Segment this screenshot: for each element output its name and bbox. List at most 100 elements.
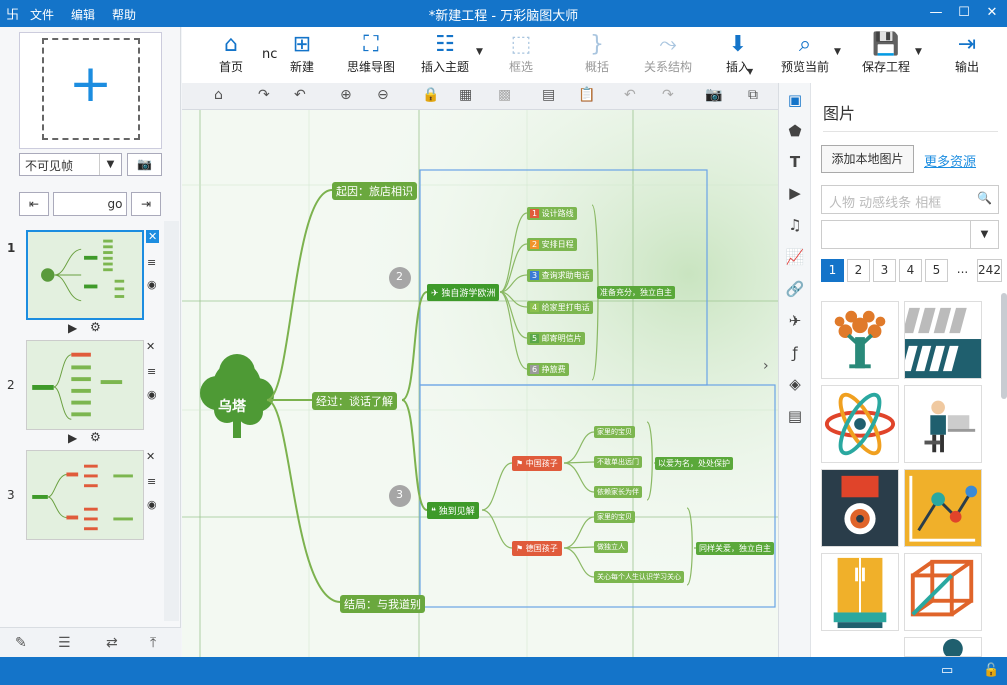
task-item[interactable]: 2 安排日程 [527,238,577,251]
unlock-icon[interactable]: 🔓 [983,663,1000,678]
page-2[interactable]: 2 [847,259,870,282]
layers-icon[interactable]: ◈ [789,375,801,393]
play-icon[interactable]: ▶ [68,431,78,445]
chevron-down-icon[interactable]: ▼ [834,47,841,57]
slide-thumbnail-1[interactable] [26,230,144,320]
page-1[interactable]: 1 [821,259,844,282]
german-item[interactable]: 家里的宝贝 [594,511,635,523]
china-kids-node[interactable]: ⚑ 中国孩子 [512,456,562,471]
slide-menu-icon[interactable]: ≡ [147,256,157,269]
china-summary[interactable]: 以爱为名，处处保护 [655,457,733,470]
menu-file[interactable]: 文件 [30,8,55,22]
page-5[interactable]: 5 [925,259,948,282]
shape-icon[interactable]: ⬟ [788,122,802,140]
new-button[interactable]: ⊞新建 [282,27,322,83]
add-local-image-button[interactable]: 添加本地图片 [821,145,914,173]
zoom-in-icon[interactable]: ⊕ [340,87,352,103]
task-item[interactable]: 5 邮寄明信片 [527,332,585,345]
template-icon[interactable]: ▤ [787,407,803,425]
gear-icon[interactable]: ⚙ [90,320,101,334]
bars-image-thumbnail[interactable] [904,301,982,379]
branch-process[interactable]: 经过：谈话了解 [312,392,397,410]
slide-list-scrollbar[interactable] [164,221,179,621]
category-select[interactable]: ▼ [821,220,999,249]
task-item[interactable]: 3 查询求助电话 [527,269,593,282]
resource-scrollbar[interactable] [1001,293,1007,399]
fit-screen-icon[interactable]: ⧉ [748,87,758,103]
undo-icon[interactable]: ↶ [624,87,636,103]
more-resources-link[interactable]: 更多资源 [924,155,977,170]
move-top-icon[interactable]: ⤒ [150,635,157,651]
summary-button[interactable]: }概括 [580,27,614,83]
preview-button[interactable]: ⌕预览当前 [778,27,832,83]
camera-button[interactable]: 📷 [127,153,162,176]
plane-icon[interactable]: ✈ [788,312,802,330]
delete-slide-icon[interactable]: ✕ [146,230,160,243]
person-image-thumbnail[interactable] [904,385,982,463]
last-frame-button[interactable]: ⇥ [131,192,161,216]
close-icon[interactable]: ✕ [986,5,998,20]
grid-icon[interactable]: ▦ [459,87,473,103]
cube-image-thumbnail[interactable] [904,553,982,631]
china-item[interactable]: 不敢单出远门 [594,456,642,468]
text-icon[interactable]: T [789,153,801,171]
slide-menu-icon[interactable]: ≡ [147,475,157,488]
eye-icon[interactable]: ◉ [147,388,157,401]
transition-icon[interactable]: ⇄ [106,635,118,651]
cabinet-image-thumbnail[interactable] [821,553,899,631]
page-3[interactable]: 3 [873,259,896,282]
first-frame-button[interactable]: ⇤ [19,192,49,216]
relation-button[interactable]: ⤳关系结构 [640,27,696,83]
slide-menu-icon[interactable]: ≡ [147,365,157,378]
mindmap-button[interactable]: ⛶思维导图 [342,27,400,83]
maximize-icon[interactable]: ☐ [958,5,970,20]
menu-help[interactable]: 帮助 [112,8,137,22]
add-frame-button[interactable]: + [19,32,162,149]
root-node[interactable]: 乌塔 [218,399,246,415]
home-button[interactable]: ⌂首页 [210,27,252,83]
chevron-down-icon[interactable]: ▼ [476,47,483,57]
search-icon[interactable]: 🔍 [977,191,992,205]
page-last[interactable]: 242 [977,259,1002,282]
german-item[interactable]: 关心每个人生认识学习关心 [594,571,684,583]
insert-button[interactable]: ⬇插入 [718,27,758,83]
go-button[interactable]: go [107,197,123,211]
graph-image-thumbnail[interactable] [904,469,982,547]
home-view-icon[interactable]: ⌂ [214,87,223,103]
frame-jump-input[interactable]: go [53,192,127,216]
task-item[interactable]: 1 设计路线 [527,207,577,220]
edit-frame-icon[interactable]: ✎ [15,635,27,651]
china-item[interactable]: 依赖家长为伴 [594,486,642,498]
slide-thumbnail-2[interactable] [26,340,144,430]
atom-image-thumbnail[interactable] [821,385,899,463]
topic-solo-travel[interactable]: ✈ 独自游学欧洲 [427,284,500,301]
mindmap-canvas[interactable]: 乌塔 起因：旅店相识 经过：谈话了解 结局：与我道别 2 3 ✈ 独自游学欧洲 … [182,110,778,657]
topic-insight[interactable]: ❝ 独到见解 [427,502,479,519]
eye-icon[interactable]: ◉ [147,278,157,291]
summary-a[interactable]: 准备充分，独立自主 [597,286,675,299]
flash-icon[interactable]: ƒ [792,344,798,362]
frame-list-icon[interactable]: ☰ [58,635,71,651]
disk-image-thumbnail[interactable] [821,469,899,547]
minimize-icon[interactable]: — [929,5,943,20]
undo-arrow-icon[interactable]: ↶ [294,87,306,103]
image-icon[interactable]: ▣ [787,91,803,109]
present-icon[interactable]: ▭ [941,663,954,678]
branch-ending[interactable]: 结局：与我道别 [340,595,425,613]
delete-slide-icon[interactable]: ✕ [146,340,156,353]
insert-topic-button[interactable]: ☷插入主题 [416,27,474,83]
menu-edit[interactable]: 编辑 [71,8,96,22]
branch-cause[interactable]: 起因：旅店相识 [332,182,417,200]
delete-slide-icon[interactable]: ✕ [146,450,156,463]
chevron-down-icon[interactable]: ▼ [970,221,998,248]
german-kids-node[interactable]: ⚑ 德国孩子 [512,541,562,556]
save-button[interactable]: 💾保存工程 [858,27,914,83]
link-icon[interactable]: 🔗 [785,280,805,298]
chevron-down-icon[interactable]: ▼ [99,154,121,175]
image-search-input[interactable]: 人物 动感线条 相框 🔍 [821,185,999,214]
copy-icon[interactable]: ▤ [542,87,556,103]
screenshot-icon[interactable]: 📷 [705,87,723,103]
german-item[interactable]: 做独立人 [594,541,628,553]
export-button[interactable]: ⇥输出 [950,27,984,83]
play-icon[interactable]: ▶ [68,321,78,335]
